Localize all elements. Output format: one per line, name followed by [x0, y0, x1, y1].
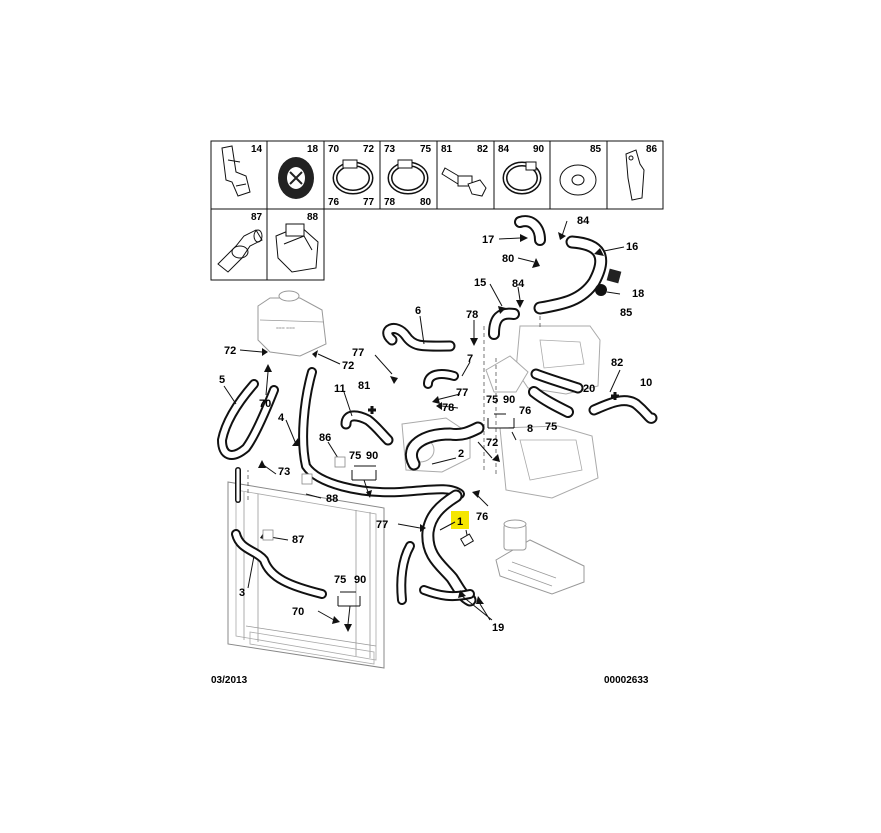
callout-15: 15 [474, 277, 486, 289]
callout-8: 8 [527, 423, 533, 435]
heat-exchanger [495, 519, 585, 595]
legend-cell-4-bl: 78 [384, 197, 396, 208]
hose-clamp-icon [502, 161, 542, 195]
footer-date: 03/2013 [211, 675, 248, 686]
legend-labels: 14 18 70 72 76 77 73 75 78 80 81 82 84 9… [251, 144, 658, 223]
highlighted-callout-1[interactable]: 1 [439, 511, 475, 547]
hose-clamp-icon [332, 159, 374, 195]
legend-cell-2-tr: 18 [307, 144, 319, 155]
callout-78b: 78 [442, 402, 454, 414]
svg-text:=== ===: === === [276, 326, 295, 332]
legend-cell-8-tr: 86 [646, 144, 658, 155]
bracket-icon [625, 149, 645, 201]
callout-72a: 72 [224, 345, 236, 357]
legend-cell-10-tr: 88 [307, 212, 319, 223]
strap-icon [275, 223, 319, 273]
callout-88: 88 [326, 493, 338, 505]
callout-17: 17 [482, 234, 494, 246]
callout-4: 4 [278, 412, 285, 424]
callout-19: 19 [492, 622, 504, 634]
callout-77: 77 [352, 347, 364, 359]
legend-cell-3-bl: 76 [328, 197, 340, 208]
washer-icon [595, 284, 607, 296]
callout-10: 10 [640, 377, 652, 389]
legend-cell-9-tr: 87 [251, 212, 263, 223]
pipe-clip-icon [217, 229, 263, 273]
callout-75c: 75 [349, 450, 361, 462]
bolt-icon [441, 167, 487, 197]
highlight-box [451, 511, 469, 529]
callout-86: 86 [319, 432, 331, 444]
callout-90: 90 [503, 394, 515, 406]
callout-7: 7 [467, 353, 473, 365]
callout-77b: 77 [456, 387, 468, 399]
callout-76b: 76 [476, 511, 488, 523]
legend-cell-5-tl: 81 [441, 144, 453, 155]
callout-75d: 75 [334, 574, 346, 586]
legend-cell-4-tl: 73 [384, 144, 396, 155]
callout-72c: 72 [486, 437, 498, 449]
callout-73: 73 [278, 466, 290, 478]
callout-80: 80 [502, 253, 514, 265]
callout-82: 82 [611, 357, 623, 369]
leader-lines [223, 220, 625, 625]
grommet-icon [278, 157, 314, 199]
callout-70: 70 [259, 398, 271, 410]
hose-clamp-icon [387, 159, 429, 195]
clip-bracket-icon [221, 145, 251, 197]
legend-cell-4-tr: 75 [420, 144, 432, 155]
callout-90b: 90 [366, 450, 378, 462]
expansion-tank: === === [257, 290, 327, 357]
hoses [217, 215, 658, 607]
callout-20: 20 [583, 383, 595, 395]
callout-16: 16 [626, 241, 638, 253]
legend-cell-3-tr: 72 [363, 144, 375, 155]
cross-marker-icon [368, 392, 619, 414]
reference-boxes [262, 456, 346, 541]
radiator [227, 481, 385, 669]
legend-cell-6-tr: 90 [533, 144, 545, 155]
callout-84: 84 [577, 215, 590, 227]
callout-72b: 72 [342, 360, 354, 372]
legend-table [210, 140, 664, 281]
legend-cell-7-tr: 85 [590, 144, 602, 155]
footer-reference: 00002633 [604, 675, 649, 686]
legend-cell-4-br: 80 [420, 197, 432, 208]
callout-90c: 90 [354, 574, 366, 586]
callout-78: 78 [466, 309, 478, 321]
callout-75: 75 [486, 394, 498, 406]
callout-6: 6 [415, 305, 421, 317]
callout-77c: 77 [376, 519, 388, 531]
callout-85: 85 [620, 307, 632, 319]
legend-cell-1-tr: 14 [251, 144, 263, 155]
grommet-icon [606, 268, 622, 284]
callout-11: 11 [334, 383, 346, 395]
callout-70b: 70 [292, 606, 304, 618]
legend-cell-6-tl: 84 [498, 144, 510, 155]
callout-1: 1 [457, 516, 463, 528]
washer-icon [559, 164, 597, 196]
callout-labels: 17 84 16 80 15 84 18 85 6 78 72 77 72 5 … [219, 215, 652, 634]
callout-2: 2 [458, 448, 464, 460]
legend-cell-3-tl: 70 [328, 144, 340, 155]
callout-5: 5 [219, 374, 225, 386]
callout-76: 76 [519, 405, 531, 417]
callout-81: 81 [358, 380, 370, 392]
callout-84b: 84 [512, 278, 525, 290]
leader-dashes [247, 316, 541, 500]
callout-75b: 75 [545, 421, 557, 433]
legend-cell-3-br: 77 [363, 197, 375, 208]
callout-3: 3 [239, 587, 245, 599]
callout-18: 18 [632, 288, 644, 300]
callout-87: 87 [292, 534, 304, 546]
legend-cell-5-tr: 82 [477, 144, 489, 155]
